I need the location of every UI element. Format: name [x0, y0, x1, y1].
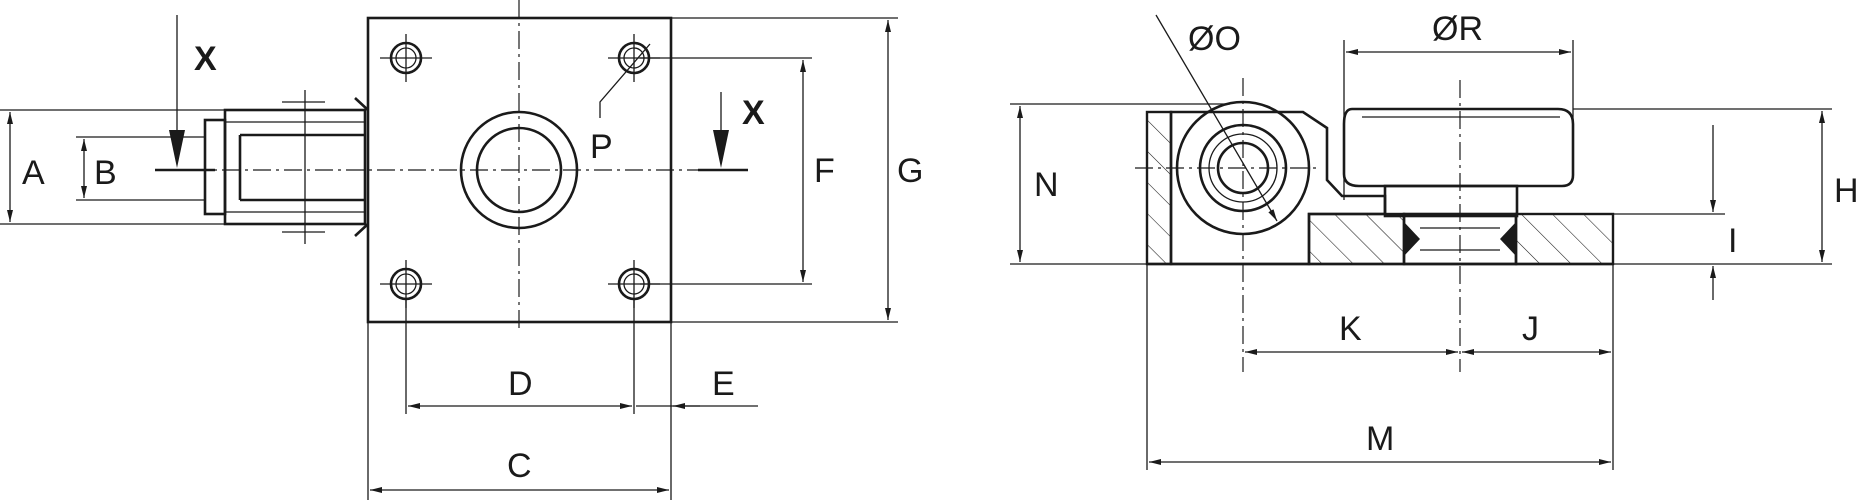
threaded-stub	[203, 90, 369, 244]
dim-n	[1010, 103, 1230, 265]
mounting-hole-bottom-left	[380, 260, 432, 308]
dim-label-m: M	[1366, 420, 1394, 458]
dim-c	[367, 322, 672, 500]
dim-label-f: F	[814, 152, 835, 190]
dim-d	[405, 300, 635, 414]
leader-o	[1155, 14, 1278, 222]
dim-m	[1146, 264, 1611, 470]
dim-a	[0, 109, 225, 225]
section-label-right: X	[742, 94, 765, 132]
dim-label-p: P	[590, 128, 613, 166]
section-view: ØO N ØR	[1010, 10, 1859, 470]
left-wall-section	[1145, 110, 1173, 266]
base-left-section	[1307, 212, 1406, 266]
dim-b	[76, 136, 205, 201]
mounting-hole-top-left	[380, 34, 432, 82]
dim-i	[1613, 125, 1725, 300]
dim-label-b: B	[94, 154, 117, 192]
dim-label-a: A	[22, 154, 45, 192]
central-bore-inner	[475, 126, 563, 214]
dim-j	[1462, 264, 1614, 470]
central-bore-outer	[459, 110, 579, 230]
dim-label-j: J	[1522, 310, 1539, 348]
wheel-hub	[1383, 184, 1519, 218]
dim-label-h: H	[1834, 172, 1859, 210]
section-arrow-left	[155, 15, 215, 172]
seal-left	[1404, 222, 1420, 256]
dim-label-c: C	[507, 447, 532, 485]
dim-h	[1573, 108, 1832, 265]
dim-r	[1343, 40, 1574, 200]
dim-label-i: I	[1728, 222, 1737, 260]
dim-label-n: N	[1034, 166, 1059, 204]
dim-label-g: G	[897, 152, 923, 190]
dim-label-k: K	[1339, 310, 1362, 348]
dim-label-d: D	[508, 365, 533, 403]
seal-right	[1500, 222, 1516, 256]
wheel	[1342, 107, 1575, 188]
base-right-section	[1514, 212, 1615, 266]
dim-label-r: ØR	[1432, 10, 1483, 48]
dim-g	[671, 17, 898, 323]
leader-p	[599, 43, 651, 118]
section-arrow-right	[698, 92, 748, 172]
dim-e	[636, 322, 758, 414]
section-label-left: X	[194, 40, 217, 78]
dim-f	[640, 57, 812, 285]
dim-label-o: ØO	[1188, 20, 1241, 58]
dim-label-e: E	[712, 365, 735, 403]
plan-view: X X P A B F	[0, 0, 923, 500]
